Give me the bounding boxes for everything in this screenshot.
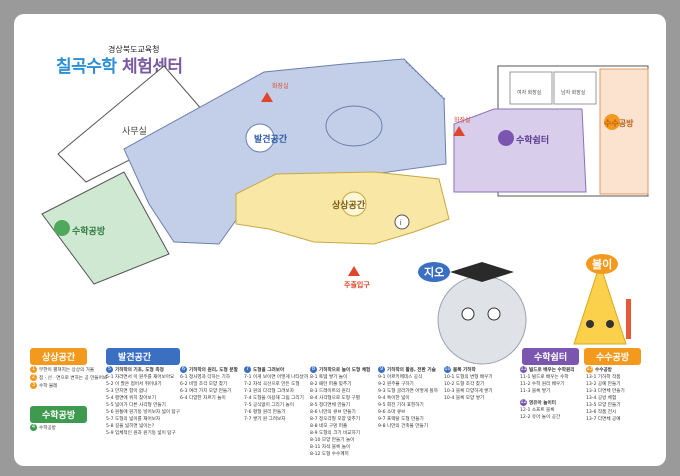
pencil-icon <box>626 299 631 339</box>
office-room <box>57 65 211 183</box>
org-name: 경상북도교육청 <box>108 45 160 54</box>
discovery-zone-label: 발견공간 <box>254 133 288 144</box>
restroom-marker-left-label: 화장실 <box>272 82 289 90</box>
legend-rest-title: 수학쉼터 <box>522 348 580 365</box>
legend-imagination-title: 상상공간 <box>30 348 88 365</box>
mens-restroom <box>553 71 597 105</box>
workshop-zone-icon <box>54 220 70 236</box>
discovery-wall-line <box>405 61 447 101</box>
imagination-zone-icon <box>341 191 367 217</box>
character-bori-body <box>573 262 627 345</box>
math-rest-zone <box>453 108 587 193</box>
info-icon <box>394 214 410 230</box>
map-card: 경상북도교육청 칠곡수학 체험센터 사무실 수학공방 발견공간 상상공간 i 주… <box>14 14 666 466</box>
math-craft-zone <box>599 68 649 195</box>
graduation-cap-icon <box>450 262 514 282</box>
womens-restroom-label: 여자 화장실 <box>517 89 542 96</box>
discovery-zone-icon-ring <box>245 123 275 153</box>
rest-zone-icon <box>498 130 514 146</box>
legend-discovery-title: 발견공간 <box>106 348 180 365</box>
logo-title-part1: 칠곡수학 <box>56 57 117 77</box>
character-bori-name: 볼이 <box>592 258 613 271</box>
womens-restroom <box>509 71 553 105</box>
character-bori-eye-left <box>586 320 594 328</box>
workshop-zone-label: 수학공방 <box>72 225 106 236</box>
restroom-marker-right-icon <box>453 126 465 136</box>
legend-workshop-title: 수학공방 <box>30 406 88 423</box>
imagination-zone-label: 상상공간 <box>332 199 366 210</box>
math-workshop-zone <box>41 171 170 285</box>
mens-restroom-label: 남자 화장실 <box>561 89 586 96</box>
office-label: 사무실 <box>122 126 147 136</box>
character-geo-eye-left <box>461 307 475 321</box>
character-bori-eye-right <box>606 320 614 328</box>
craft-zone-label: 수수공방 <box>604 118 634 128</box>
entrance-label: 주출입구 <box>344 280 370 289</box>
craft-zone-icon <box>604 114 620 130</box>
rest-zone-label: 수학쉼터 <box>516 134 549 145</box>
floor-map: 사무실 수학공방 발견공간 상상공간 i 주출입구 여자 화장실 남자 화장실 … <box>41 58 649 365</box>
character-geo-bubble <box>418 262 450 282</box>
entrance-arrow-icon <box>348 266 360 276</box>
character-geo-name: 지오 <box>424 266 445 279</box>
restroom-marker-left-icon <box>261 92 273 102</box>
restroom-marker-right-label: 화장실 <box>454 116 471 124</box>
legend-craft-title: 수수공방 <box>584 348 642 365</box>
character-geo-body <box>437 275 527 365</box>
character-geo-eye-right <box>487 307 501 321</box>
discovery-round-room <box>325 105 383 147</box>
info-icon-glyph: i <box>400 220 402 227</box>
character-bori-bubble <box>586 254 618 274</box>
